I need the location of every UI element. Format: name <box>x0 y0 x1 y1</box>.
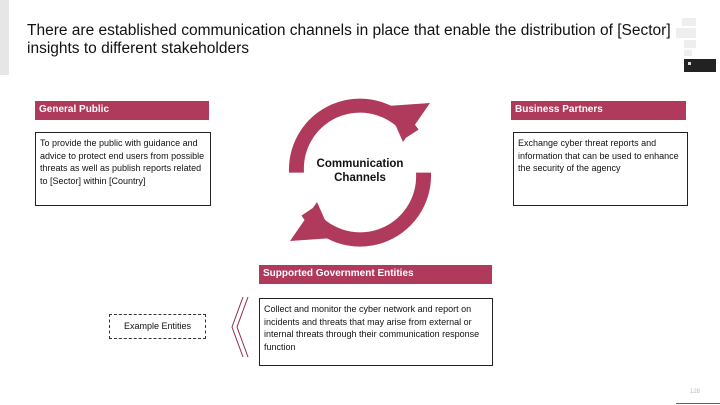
cycle-label-line1: Communication <box>316 158 404 170</box>
cycle-arrowhead-bottom <box>290 202 333 241</box>
footer-accent-line <box>676 403 720 404</box>
page-number: 128 <box>690 389 701 395</box>
government-entities-description: Collect and monitor the cyber network an… <box>259 298 493 366</box>
deco-block <box>676 28 696 38</box>
cycle-arc-bottom <box>301 172 432 247</box>
cycle-arc-top <box>288 98 419 173</box>
deco-block <box>684 50 692 56</box>
example-entities-box: Example Entities <box>109 314 206 339</box>
general-public-description: To provide the public with guidance and … <box>35 132 211 206</box>
deco-block <box>684 40 696 48</box>
slide-title: There are established communication chan… <box>27 22 671 57</box>
deco-dark-block <box>684 59 716 72</box>
cycle-label-line2: Channels <box>334 172 386 184</box>
communication-cycle-graphic <box>288 98 432 247</box>
cycle-center-label: Communication Channels <box>290 157 430 185</box>
government-entities-header: Supported Government Entities <box>259 265 492 284</box>
business-partners-description: Exchange cyber threat reports and inform… <box>513 132 688 206</box>
general-public-header: General Public <box>35 101 209 120</box>
angle-bracket-icon <box>231 296 249 358</box>
cycle-arrowhead-top <box>387 103 430 142</box>
left-accent-bar <box>0 0 9 75</box>
corner-decoration <box>676 18 716 72</box>
business-partners-header: Business Partners <box>511 101 686 120</box>
deco-block <box>682 18 696 26</box>
